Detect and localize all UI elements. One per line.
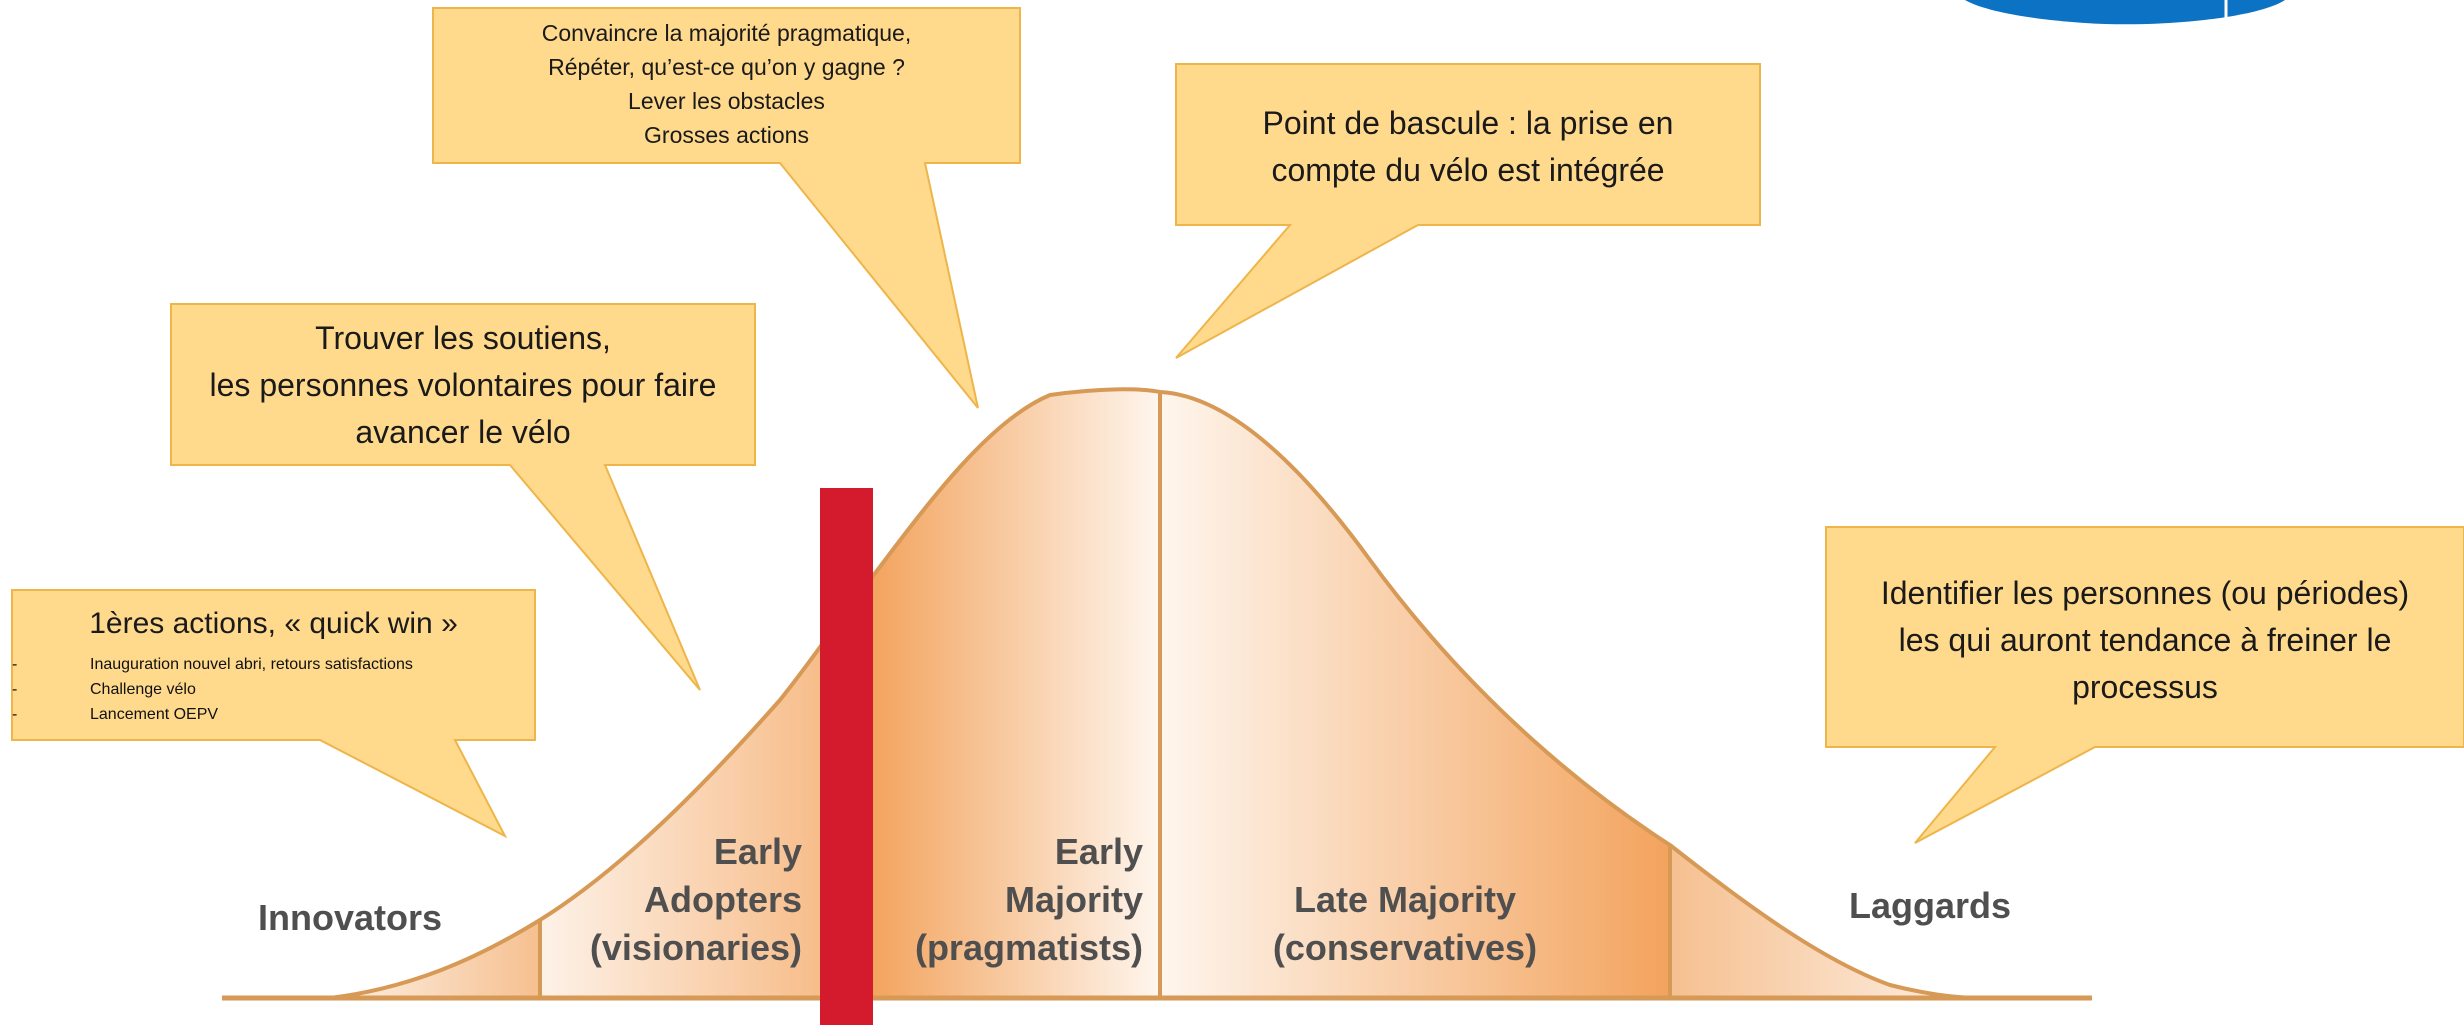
segment-label-line: Early bbox=[713, 831, 802, 872]
list-item-text: Lancement OEPV bbox=[90, 706, 219, 723]
list-item-text: Inauguration nouvel abri, retours satisf… bbox=[90, 656, 413, 673]
quick-win-item: - Challenge vélo bbox=[12, 677, 532, 702]
callout-pragmatic-line: Répéter, qu’est-ce qu’on y gagne ? bbox=[548, 54, 905, 80]
callout-pragmatic-bubble bbox=[432, 7, 1021, 409]
list-marker: - bbox=[12, 656, 18, 673]
segment-innovators bbox=[330, 920, 540, 998]
segment-label-early-majority: Early Majority (pragmatists) bbox=[873, 828, 1143, 972]
callout-pragmatic-text: Convaincre la majorité pragmatique, Répé… bbox=[433, 16, 1020, 152]
segment-late-majority bbox=[1160, 392, 1670, 998]
callout-supporters-line: avancer le vélo bbox=[355, 414, 571, 450]
callout-pragmatic-line: Grosses actions bbox=[644, 122, 809, 148]
segment-laggards bbox=[1670, 845, 1980, 998]
segment-early-majority bbox=[870, 389, 1160, 998]
segment-label-line: (visionaries) bbox=[589, 927, 802, 968]
segment-label-early-adopters: Early Adopters (visionaries) bbox=[540, 828, 802, 972]
callout-supporters-line: Trouver les soutiens, bbox=[315, 320, 611, 356]
segment-label-laggards: Laggards bbox=[1790, 882, 2070, 930]
quick-win-item: - Lancement OEPV bbox=[12, 702, 532, 727]
quick-win-title: 1ères actions, « quick win » bbox=[89, 607, 458, 640]
segment-label-innovators: Innovators bbox=[200, 894, 500, 942]
callout-tipping-point-line: Point de bascule : la prise en bbox=[1262, 105, 1674, 141]
list-marker: - bbox=[12, 681, 18, 698]
curve-segments bbox=[330, 389, 1980, 998]
quick-win-list: - Inauguration nouvel abri, retours satis… bbox=[12, 652, 532, 727]
callout-tipping-point-bubble bbox=[1175, 63, 1761, 359]
segment-label-line: Adopters bbox=[643, 879, 802, 920]
callout-supporters-bubble bbox=[170, 303, 756, 691]
segment-dividers bbox=[538, 392, 1672, 998]
callout-laggards-line: les qui auront tendance à freiner le bbox=[1898, 622, 2392, 658]
segment-label-line: Early bbox=[1054, 831, 1143, 872]
callout-tipping-point-text: Point de bascule : la prise en compte du… bbox=[1176, 100, 1760, 194]
list-item-text: Challenge vélo bbox=[90, 681, 196, 698]
segment-label-line: Innovators bbox=[257, 897, 443, 938]
callout-supporters-line: les personnes volontaires pour faire bbox=[209, 367, 717, 403]
segment-label-line: Majority bbox=[1004, 879, 1143, 920]
segment-label-late-majority: Late Majority (conservatives) bbox=[1200, 876, 1610, 972]
adoption-curve-line bbox=[329, 387, 1981, 1000]
callout-supporters-text: Trouver les soutiens, les personnes volo… bbox=[171, 315, 755, 456]
callout-pragmatic-line: Convaincre la majorité pragmatique, bbox=[541, 20, 912, 46]
chasm-bar bbox=[820, 488, 873, 1025]
callout-tipping-point-line: compte du vélo est intégrée bbox=[1271, 152, 1665, 188]
callout-laggards-text: Identifier les personnes (ou périodes) l… bbox=[1826, 570, 2464, 711]
quick-win-item: - Inauguration nouvel abri, retours satis… bbox=[12, 652, 532, 677]
logo-fragment bbox=[1965, 0, 2285, 25]
segment-label-line: (pragmatists) bbox=[914, 927, 1143, 968]
callout-laggards-line: Identifier les personnes (ou périodes) bbox=[1880, 575, 2410, 611]
list-marker: - bbox=[12, 706, 18, 723]
segment-label-line: (conservatives) bbox=[1272, 927, 1538, 968]
callout-quick-win-title: 1ères actions, « quick win » bbox=[12, 603, 535, 645]
callout-laggards-bubble bbox=[1825, 526, 2464, 844]
callout-laggards-line: processus bbox=[2072, 669, 2218, 705]
segment-early-adopters bbox=[540, 580, 870, 998]
segment-label-line: Late Majority bbox=[1293, 879, 1517, 920]
callout-quick-win-bubble bbox=[11, 589, 536, 839]
callout-pragmatic-line: Lever les obstacles bbox=[628, 88, 825, 114]
segment-label-line: Laggards bbox=[1848, 885, 2012, 926]
